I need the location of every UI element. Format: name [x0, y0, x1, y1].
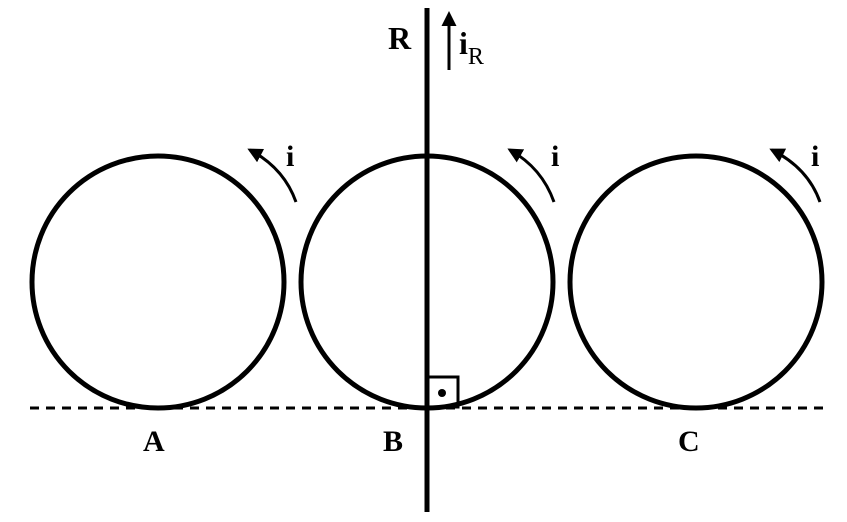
wire-current-subscript: R: [468, 44, 484, 70]
loop-b-current-arrow-icon: [507, 148, 556, 203]
wire-r-label: R: [388, 20, 412, 56]
point-b-label: B: [383, 425, 403, 458]
wire-current-label: iR: [459, 25, 484, 70]
loop-a-circle: [29, 153, 287, 411]
loop-a-current-arrow-icon: [247, 148, 298, 203]
loop-c-current-label: i: [811, 140, 819, 173]
point-a-label: A: [143, 425, 165, 458]
loop-a-current-label: i: [286, 140, 294, 173]
right-angle-dot: [438, 389, 446, 397]
loop-c-current-arrow-icon: [769, 148, 822, 203]
point-c-label: C: [678, 425, 700, 458]
wire-current-symbol: i: [459, 25, 468, 61]
right-angle-marker: [426, 375, 460, 409]
loop-b-current-label: i: [551, 140, 559, 173]
loop-c-circle: [567, 153, 825, 411]
